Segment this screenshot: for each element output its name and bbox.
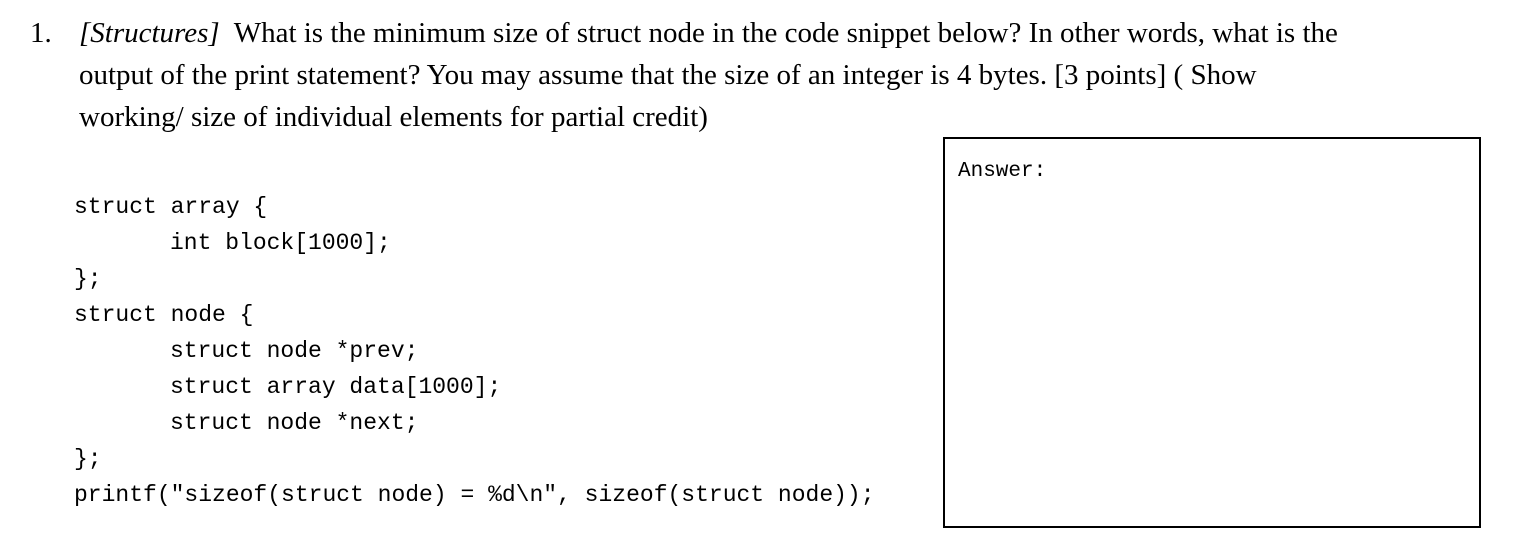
code-line: }; bbox=[74, 266, 102, 292]
question-category: [Structures] bbox=[79, 17, 220, 49]
question-text: [Structures] What is the minimum size of… bbox=[79, 12, 1489, 138]
question-line: [Structures] What is the minimum size of… bbox=[79, 12, 1489, 54]
code-snippet: struct array { int block[1000]; }; struc… bbox=[74, 189, 875, 513]
answer-label: Answer: bbox=[958, 160, 1047, 183]
code-line: }; bbox=[74, 446, 102, 472]
question-number: 1. bbox=[30, 17, 52, 49]
code-line: struct node *next; bbox=[170, 410, 419, 436]
question-line-3: working/ size of individual elements for… bbox=[79, 101, 708, 133]
code-line: int block[1000]; bbox=[170, 230, 391, 256]
code-line: struct node { bbox=[74, 302, 254, 328]
question-line-2: output of the print statement? You may a… bbox=[79, 59, 1257, 91]
code-line: struct node *prev; bbox=[170, 338, 419, 364]
code-line: struct array { bbox=[74, 194, 268, 220]
code-line: struct array data[1000]; bbox=[170, 374, 502, 400]
code-line: printf("sizeof(struct node) = %d\n", siz… bbox=[74, 482, 875, 508]
answer-box[interactable]: Answer: bbox=[943, 137, 1481, 528]
question-line-1-text: What is the minimum size of struct node … bbox=[233, 17, 1338, 49]
